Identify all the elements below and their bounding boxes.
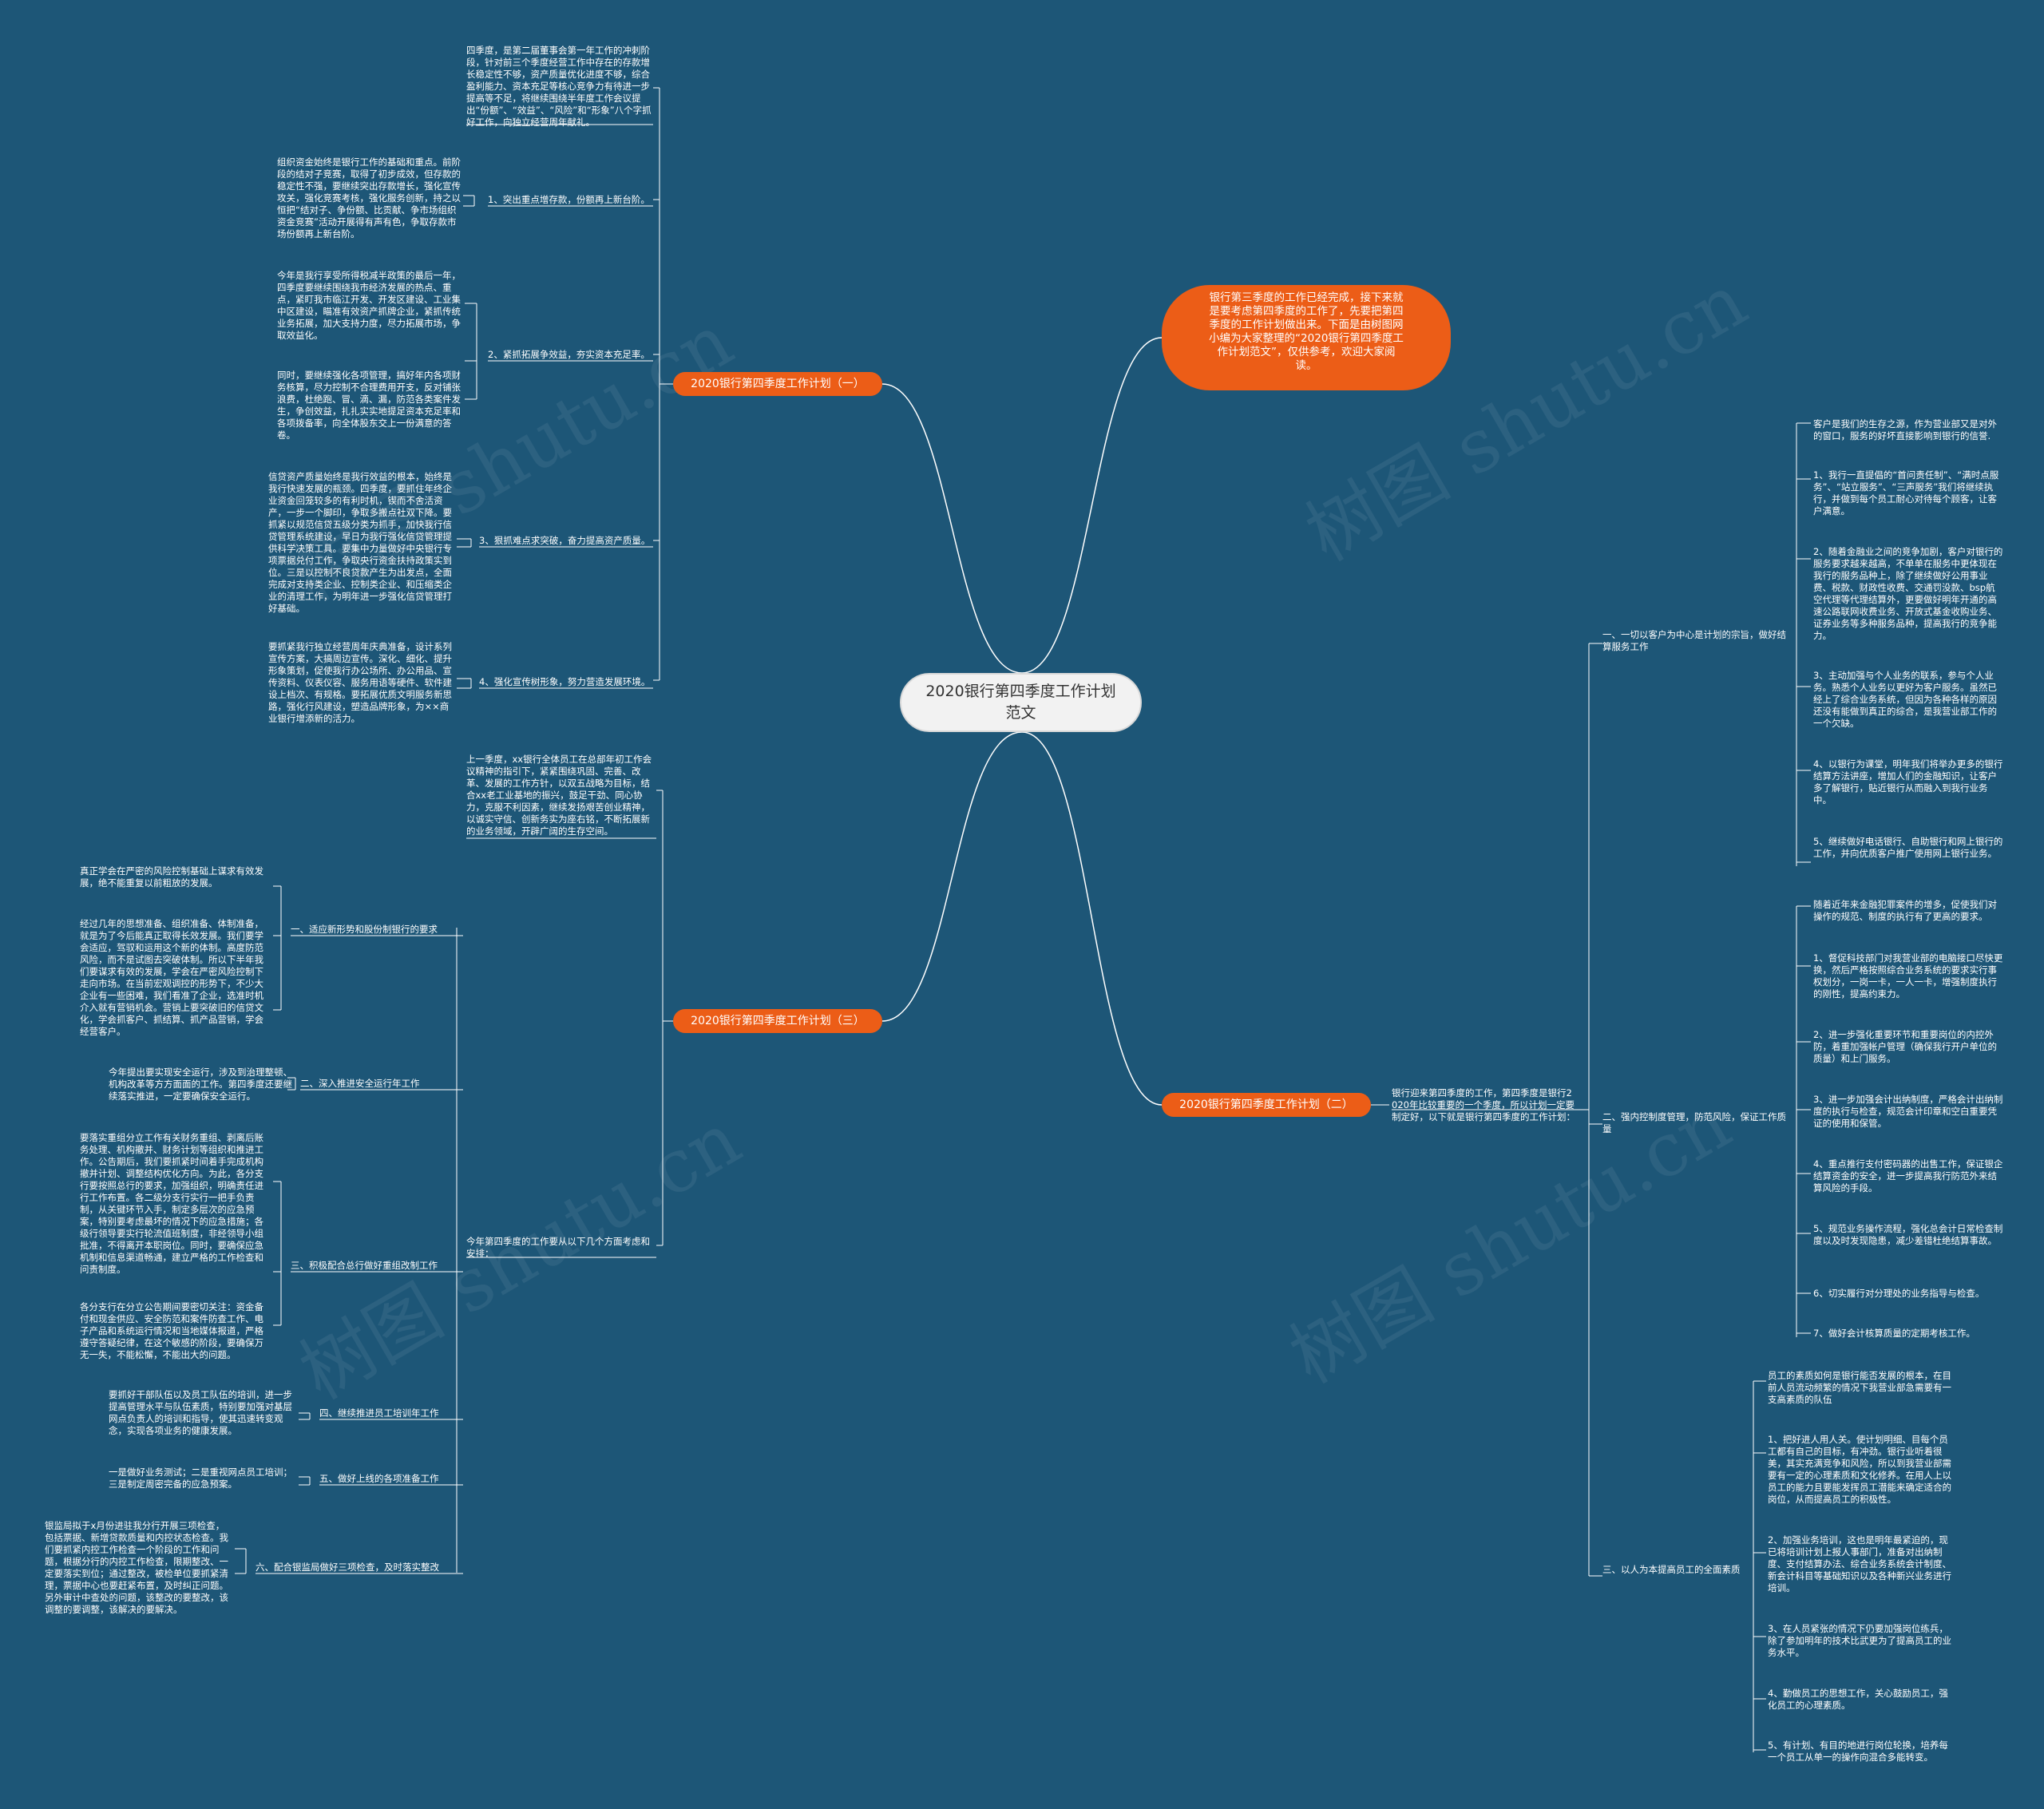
branch1-item-2-label[interactable]: 2、紧抓拓展争效益，夯实资本充足率。 <box>488 349 650 360</box>
branch3-item-1-label[interactable]: 一、适应新形势和股份制银行的要求 <box>291 924 438 935</box>
branch2-sub-label[interactable]: 银行迎来第四季度的工作，第四季度是银行2020年比较重要的一个季度，所以计划一定… <box>1392 1087 1575 1122</box>
branch3-item-3-label[interactable]: 三、积极配合总行做好重组改制工作 <box>291 1260 438 1271</box>
branch2-item-1-text-2: 1、我行一直提倡的“首问责任制”、“满时点服务”、“站立服务”、“三声服务”我们… <box>1813 469 1999 517</box>
branch2-item-3-text-6: 5、有计划、有目的地进行岗位轮换，培养每一个员工从单一的操作向混合多能转变。 <box>1768 1740 1948 1763</box>
branch2-item-2-text-5: 4、重点推行支付密码器的出售工作，保证银企结算资金的安全，进一步提高我行防范外来… <box>1813 1158 2003 1193</box>
branch-node-1[interactable]: 2020银行第四季度工作计划（一） <box>673 372 882 396</box>
branch2-item-3-text-5: 4、勤做员工的思想工作，关心鼓励员工，强化员工的心理素质。 <box>1768 1688 1948 1711</box>
branch2-item-1-text-4: 3、主动加强与个人业务的联系，参与个人业务。熟悉个人业务以更好为客户服务。虽然已… <box>1813 670 1997 729</box>
branch3-item-1-text-2: 经过几年的思想准备、组织准备、体制准备，就是为了今后能真正取得长效发展。我们要学… <box>80 918 263 1037</box>
branch3-item-5-label[interactable]: 五、做好上线的各项准备工作 <box>319 1473 439 1484</box>
branch1-item-4-label[interactable]: 4、强化宣传树形象，努力营造发展环境。 <box>479 676 651 687</box>
branch2-item-1-label[interactable]: 一、一切以客户为中心是计划的宗旨，做好结算服务工作 <box>1602 629 1786 652</box>
branch1-item-2-text-2: 同时，要继续强化各项管理，搞好年内各项财务核算，尽力控制不合理费用开支，反对铺张… <box>277 370 461 441</box>
branch2-item-2-text-4: 3、进一步加强会计出纳制度，严格会计出纳制度的执行与检查，规范会计印章和空白重要… <box>1813 1094 2003 1129</box>
connector-line <box>662 790 673 1245</box>
branch3-item-4-text-1: 要抓好干部队伍以及员工队伍的培训，进一步提高管理水平与队伍素质，特别要加强对基层… <box>109 1389 292 1436</box>
branch2-item-3-text-3: 2、加强业务培训，这也是明年最紧迫的，现已将培训计划上报人事部门，准备对出纳制度… <box>1768 1534 1951 1593</box>
branch2-item-2-text-8: 7、做好会计核算质量的定期考核工作。 <box>1813 1328 1975 1339</box>
branch2-item-3-label[interactable]: 三、以人为本提高员工的全面素质 <box>1602 1564 1741 1575</box>
branch3-item-2-label[interactable]: 二、深入推进安全运行年工作 <box>300 1078 420 1089</box>
branch1-item-1-text-1: 组织资金始终是银行工作的基础和重点。前阶段的结对子竞赛，取得了初步成效，但存款的… <box>277 156 461 239</box>
branch-node-3[interactable]: 2020银行第四季度工作计划（三） <box>673 1009 882 1033</box>
branch2-item-3-text-4: 3、在人员紧张的情况下仍要加强岗位练兵，除了参加明年的技术比武更为了提高员工的业… <box>1768 1623 1951 1658</box>
branch2-item-3-text-2: 1、把好进人用人关。使计划明细、目每个员工都有自己的目标，有冲劲。银行业听着很美… <box>1768 1434 1951 1505</box>
branch1-item-2-text-1: 今年是我行享受所得税减半政策的最后一年，四季度要继续围绕我市经济发展的热点、重点… <box>277 270 461 341</box>
branch3-sub-label[interactable]: 今年第四季度的工作要从以下几个方面考虑和安排： <box>466 1236 650 1259</box>
branch3-top-text: 上一季度，xx银行全体员工在总部年初工作会议精神的指引下，紧紧围绕巩固、完善、改… <box>466 754 652 837</box>
branch2-item-2-label[interactable]: 二、强内控制度管理，防范风险，保证工作质量 <box>1602 1111 1786 1134</box>
connector-line <box>1021 337 1163 674</box>
central-topic[interactable]: 2020银行第四季度工作计划范文 <box>900 673 1142 732</box>
connector-line <box>1021 731 1163 1106</box>
branch3-item-6-label[interactable]: 六、配合银监局做好三项检查，及时落实整改 <box>256 1562 439 1573</box>
branch3-item-3-text-2: 各分支行在分立公告期间要密切关注：资金备付和现金供应、安全防范和案件防查工作、电… <box>80 1301 263 1360</box>
branch1-item-1-label[interactable]: 1、突出重点增存款，份额再上新台阶。 <box>488 194 650 205</box>
branch2-item-1-text-5: 4、以银行为课堂，明年我们将举办更多的银行结算方法讲座，增加人们的金融知识，让客… <box>1813 758 2003 806</box>
branch1-item-4-text-1: 要抓紧我行独立经营周年庆典准备，设计系列宣传方案，大搞周边宣传。深化、细化、提升… <box>268 641 452 724</box>
branch1-top-text: 四季度，是第二届董事会第一年工作的冲刺阶段，针对前三个季度经营工作中存在的存款增… <box>466 45 652 128</box>
branch1-item-3-label[interactable]: 3、狠抓难点求突破，奋力提高资产质量。 <box>479 535 651 546</box>
branch2-item-3-text-1: 员工的素质如何是银行能否发展的根本，在目前人员流动频繁的情况下我营业部急需要有一… <box>1768 1370 1951 1405</box>
branch3-item-6-text-1: 银监局拟于x月份进驻我分行开展三项检查，包括票据、新增贷款质量和内控状态检查。我… <box>45 1520 228 1615</box>
connector-line <box>881 383 1023 674</box>
branch3-item-3-text-1: 要落实重组分立工作有关财务重组、剥离后账务处理、机构撤并、财务计划等组织和推进工… <box>80 1132 263 1275</box>
branch1-item-3-text-1: 信贷资产质量始终是我行效益的根本，始终是我行快速发展的瓶颈。四季度，要抓住年终企… <box>268 471 452 614</box>
branch3-item-2-text-1: 今年提出要实现安全运行，涉及到治理整顿、机构改革等方方面面的工作。第四季度还要继… <box>109 1067 292 1102</box>
branch2-item-1-text-6: 5、继续做好电话银行、自助银行和网上银行的工作，并向优质客户推广使用网上银行业务… <box>1813 836 2003 859</box>
branch3-item-4-label[interactable]: 四、继续推进员工培训年工作 <box>319 1407 439 1419</box>
branch3-item-1-text-1: 真正学会在严密的风险控制基础上谋求有效发展，绝不能重复以前粗放的发展。 <box>80 865 263 889</box>
branch3-item-5-text-1: 一是做好业务测试；二是重视网点员工培训；三是制定周密完备的应急预案。 <box>109 1467 292 1490</box>
branch2-item-2-text-2: 1、督促科技部门对我营业部的电脑接口尽快更换，然后严格按照综合业务系统的要求实行… <box>1813 952 2003 1000</box>
branch2-item-2-text-7: 6、切实履行对分理处的业务指导与检查。 <box>1813 1288 1985 1299</box>
connector-line <box>881 731 1023 1022</box>
intro-node[interactable]: 银行第三季度的工作已经完成，接下来就是要考虑第四季度的工作了，先要把第四季度的工… <box>1162 285 1451 390</box>
branch2-item-1-text-3: 2、随着金融业之间的竞争加剧，客户对银行的服务要求越来越高，不单单在服务中更体现… <box>1813 546 2003 641</box>
branch-node-2[interactable]: 2020银行第四季度工作计划（二） <box>1162 1093 1371 1117</box>
branch2-item-2-text-3: 2、进一步强化重要环节和重要岗位的内控外防，着重加强帐户管理（确保我行开户单位的… <box>1813 1029 1997 1064</box>
branch2-item-1-text-1: 客户是我们的生存之源，作为营业部又是对外的窗口，服务的好坏直接影响到银行的信誉. <box>1813 418 1997 441</box>
branch2-item-2-text-6: 5、规范业务操作流程，强化总会计日常检查制度以及时发现隐患，减少差错杜绝结算事故… <box>1813 1223 2003 1246</box>
branch2-item-2-text-1: 随着近年来金融犯罪案件的增多，促使我们对操作的规范、制度的执行有了更高的要求。 <box>1813 899 1997 922</box>
bracket-tick <box>656 790 663 1246</box>
